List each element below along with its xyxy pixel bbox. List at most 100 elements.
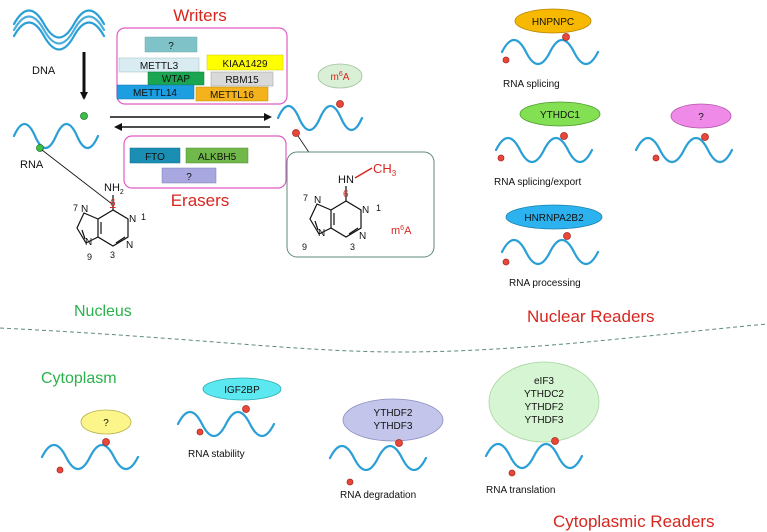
- reader-translation-function: RNA translation: [486, 485, 555, 496]
- nuclear-readers-heading: Nuclear Readers: [527, 307, 655, 326]
- svg-text:METTL14: METTL14: [133, 88, 177, 99]
- m6a-bubble: [317, 63, 363, 89]
- reader-ythdf2-label: YTHDF2: [374, 408, 413, 419]
- reader-cyto-unknown-label: ?: [103, 418, 109, 429]
- m6a-structure-label: m6A: [391, 225, 412, 237]
- svg-text:WTAP: WTAP: [162, 74, 190, 85]
- reader-eif3-label: eIF3: [534, 376, 554, 387]
- nuclear-membrane-divider: [0, 323, 767, 353]
- nucleus-label: Nucleus: [74, 303, 132, 320]
- svg-text:ALKBH5: ALKBH5: [198, 152, 237, 163]
- writer-wtap: WTAP: [147, 71, 205, 86]
- reader-ythdf2-ythdf3-bubble: [342, 398, 444, 442]
- svg-text:METTL3: METTL3: [140, 61, 179, 72]
- m6a-position-9-label: 9: [302, 242, 307, 252]
- ring-n7-label: N: [81, 204, 88, 215]
- writer-mettl16: METTL16: [195, 86, 269, 102]
- m6a-position-7-label: 7: [303, 193, 308, 203]
- position-7-label: 7: [73, 203, 78, 213]
- reader-igf2bp-bubble: [202, 377, 282, 401]
- reader-ythdc2-label: YTHDC2: [524, 389, 564, 400]
- reader-ythdc1-bubble: [519, 101, 601, 127]
- reader-igf2bp-label: IGF2BP: [224, 385, 260, 396]
- reader-hnpnpc-bubble: [514, 8, 592, 34]
- reader-cyto-unknown-bubble: [80, 409, 132, 435]
- reader-nuclear-unknown-label: ?: [698, 112, 704, 123]
- m6a-site-dot-2: [292, 129, 300, 137]
- reader-translation-bubble: [488, 361, 600, 443]
- reader-ythdf3-label: YTHDF3: [374, 421, 413, 432]
- ring-n9-label: N: [85, 237, 92, 248]
- m6a-position-6-label: 6: [343, 189, 349, 200]
- ring-n3-label: N: [126, 240, 133, 251]
- reader-ythdc1-label: YTHDC1: [540, 110, 580, 121]
- dna-label: DNA: [32, 65, 56, 77]
- rna-adenosine-dot-2: [36, 144, 44, 152]
- reader-nuclear-unknown-group: ?: [634, 103, 734, 164]
- writer-mettl3: METTL3: [118, 57, 200, 73]
- adenosine-pointer-line: [41, 149, 113, 205]
- reader-nuclear-unknown-bubble: [670, 103, 732, 129]
- ring-n1-label: N: [129, 214, 136, 225]
- adenine-structure: [76, 195, 129, 247]
- reader-hnpnpc-function: RNA splicing: [503, 79, 560, 90]
- reader-hnrnpa2b2-function: RNA processing: [509, 278, 581, 289]
- rna-adenosine-dot: [80, 112, 88, 120]
- reader-hnrnpa2b2-bubble: [505, 204, 603, 230]
- reader-translation-group: eIF3 YTHDC2 YTHDF2 YTHDF3 RNA translatio…: [484, 361, 600, 496]
- reader-ythdf2-translation-label: YTHDF2: [525, 402, 564, 413]
- svg-text:RBM15: RBM15: [225, 75, 259, 86]
- writer-rbm15: RBM15: [210, 71, 274, 87]
- m6a-site-dot: [336, 100, 344, 108]
- position-9-label: 9: [87, 252, 92, 262]
- rna-strand-left: [12, 122, 100, 150]
- m6a-bubble-label: m6A: [331, 71, 350, 83]
- reader-ythdf3-translation-label: YTHDF3: [525, 415, 564, 426]
- writer-kiaa1429: KIAA1429: [206, 54, 284, 71]
- svg-text:?: ?: [186, 172, 192, 183]
- position-6-label: 6: [110, 198, 116, 209]
- nh2-label: NH2: [104, 182, 124, 196]
- reader-ythdf2-ythdf3-function: RNA degradation: [340, 490, 416, 501]
- reader-hnrnpa2b2-group: HNRNPA2B2 RNA processing: [500, 204, 603, 289]
- dna-double-helix: [12, 9, 106, 51]
- cytoplasmic-readers-heading: Cytoplasmic Readers: [553, 512, 715, 531]
- hn-label: HN: [338, 174, 354, 186]
- m6a-position-1-label: 1: [376, 203, 381, 213]
- reader-ythdf2-ythdf3-group: YTHDF2 YTHDF3 RNA degradation: [328, 398, 444, 501]
- cytoplasm-label: Cytoplasm: [41, 370, 117, 387]
- rna-strand-m6a: [276, 104, 364, 132]
- eraser-alkbh5: ALKBH5: [185, 147, 249, 164]
- reader-ythdc1-function: RNA splicing/export: [494, 177, 581, 188]
- reader-hnpnpc-group: HNPNPC RNA splicing: [500, 8, 600, 90]
- position-3-label: 3: [110, 250, 115, 260]
- writers-heading: Writers: [173, 6, 227, 25]
- eraser-unknown: ?: [161, 167, 217, 184]
- svg-text:?: ?: [168, 41, 174, 52]
- m6a-structure-box: [286, 151, 435, 258]
- m6a-ring-n3-label: N: [359, 231, 366, 242]
- methyl-bond: [354, 167, 373, 179]
- writer-unknown: ?: [144, 36, 198, 53]
- reader-igf2bp-group: IGF2BP RNA stability: [176, 377, 282, 460]
- reader-ythdc1-group: YTHDC1 RNA splicing/export: [494, 101, 601, 188]
- reader-hnpnpc-label: HNPNPC: [532, 17, 574, 28]
- m6a-adenine-structure: [309, 186, 362, 238]
- m6a-ring-n1-label: N: [362, 205, 369, 216]
- reader-igf2bp-function: RNA stability: [188, 449, 245, 460]
- writer-mettl14: METTL14: [116, 84, 195, 100]
- eraser-fto: FTO: [129, 147, 181, 164]
- ch3-label: CH3: [373, 161, 397, 178]
- reader-hnrnpa2b2-label: HNRNPA2B2: [524, 213, 584, 224]
- reader-cyto-unknown-group: ?: [40, 409, 140, 474]
- m6a-position-3-label: 3: [350, 242, 355, 252]
- svg-text:FTO: FTO: [145, 152, 165, 163]
- m6a-ring-n9-label: N: [318, 228, 325, 239]
- position-1-label: 1: [141, 212, 146, 222]
- rna-label: RNA: [20, 159, 44, 171]
- erasers-heading: Erasers: [171, 191, 230, 210]
- m6a-ring-n7-label: N: [314, 195, 321, 206]
- svg-text:KIAA1429: KIAA1429: [222, 59, 267, 70]
- svg-text:METTL16: METTL16: [210, 90, 254, 101]
